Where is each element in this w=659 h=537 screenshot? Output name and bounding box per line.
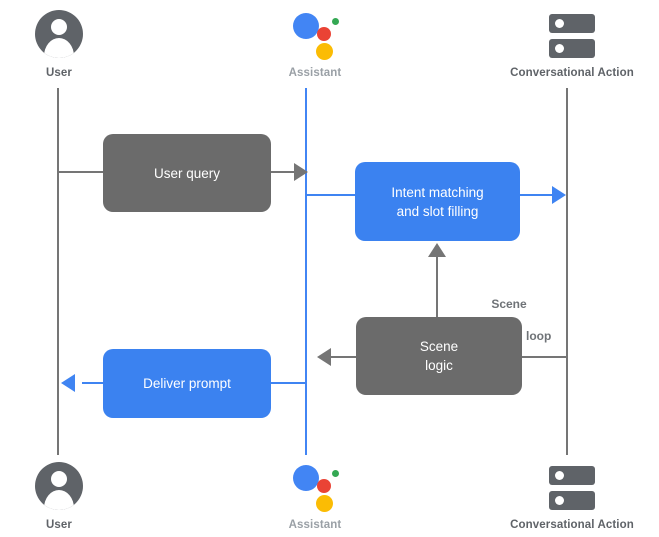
arrowhead-deliverprompt-to-user — [61, 374, 75, 392]
lifeline-conversational-action — [566, 88, 568, 455]
server-unit-bottom — [549, 491, 595, 510]
lifeline-user — [57, 88, 59, 455]
user-body-shape — [44, 38, 74, 58]
actor-label-assistant-top: Assistant — [288, 67, 342, 79]
node-deliver-prompt: Deliver prompt — [103, 349, 271, 418]
actor-label-conversational-action-top: Conversational Action — [510, 67, 634, 79]
user-head-shape — [51, 471, 67, 487]
node-user-query-label: User query — [153, 165, 221, 181]
user-avatar-icon — [0, 8, 139, 66]
user-body-shape — [44, 490, 74, 510]
node-scene-logic: Scene logic Scene logic — [356, 317, 522, 395]
node-scene-logic-line2: logic — [425, 358, 453, 373]
arrowhead-scenelogic-to-intent — [428, 243, 446, 257]
node-intent-matching-label: Intent matching and slot filling Intent … — [391, 183, 483, 221]
server-unit-top — [549, 466, 595, 485]
assistant-dot-blue — [293, 465, 319, 491]
assistant-dot-yellow — [316, 43, 333, 60]
connector-scenelogic-to-intent — [436, 256, 438, 318]
assistant-dot-green — [332, 18, 339, 25]
actor-user-top: User — [0, 8, 139, 80]
arrowhead-intent-to-action — [552, 186, 566, 204]
actor-conversational-action-bottom: Conversational Action — [492, 460, 652, 532]
node-intent-matching-line2: and slot filling — [396, 203, 479, 219]
connector-userquery-to-assistant — [269, 171, 299, 173]
lifeline-assistant — [305, 88, 307, 455]
google-assistant-icon — [235, 460, 395, 518]
node-intent-matching: Intent matching and slot filling Intent … — [355, 162, 520, 241]
connector-assistant-to-intent — [306, 194, 357, 196]
connector-user-to-userquery — [58, 171, 106, 173]
server-icon — [492, 460, 652, 518]
assistant-dot-yellow — [316, 495, 333, 512]
assistant-dot-red — [317, 479, 331, 493]
actor-conversational-action-top: Conversational Action — [492, 8, 652, 80]
actor-user-bottom: User — [0, 460, 139, 532]
assistant-dot-blue — [293, 13, 319, 39]
actor-label-user-top: User — [46, 67, 72, 79]
connector-assistant-to-deliverprompt — [269, 382, 306, 384]
node-deliver-prompt-label: Deliver prompt — [143, 376, 231, 391]
actor-assistant-top: Assistant — [235, 8, 395, 80]
connector-deliverprompt-to-user — [82, 382, 106, 384]
assistant-dot-red — [317, 27, 331, 41]
connector-action-to-scenelogic — [522, 356, 567, 358]
node-user-query: User query — [103, 134, 271, 212]
server-unit-top — [549, 14, 595, 33]
server-unit-bottom — [549, 39, 595, 58]
node-intent-matching-line1: Intent matching — [391, 184, 484, 200]
actor-assistant-bottom: Assistant — [235, 460, 395, 532]
assistant-dot-green — [332, 470, 339, 477]
google-assistant-icon — [235, 8, 395, 66]
annotation-line1: Scene — [491, 297, 527, 311]
connector-scenelogic-to-assistant — [331, 356, 357, 358]
server-icon — [492, 8, 652, 66]
arrowhead-scenelogic-to-assistant — [317, 348, 331, 366]
actor-label-user-bottom: User — [46, 519, 72, 531]
actor-label-conversational-action-bottom: Conversational Action — [510, 519, 634, 531]
actor-label-assistant-bottom: Assistant — [288, 519, 342, 531]
arrowhead-userquery-to-assistant — [294, 163, 308, 181]
user-head-shape — [51, 19, 67, 35]
node-scene-logic-line1: Scene — [419, 339, 459, 354]
node-scene-logic-label: Scene logic Scene logic — [420, 337, 458, 375]
connector-intent-to-action — [518, 194, 558, 196]
user-avatar-icon — [0, 460, 139, 518]
